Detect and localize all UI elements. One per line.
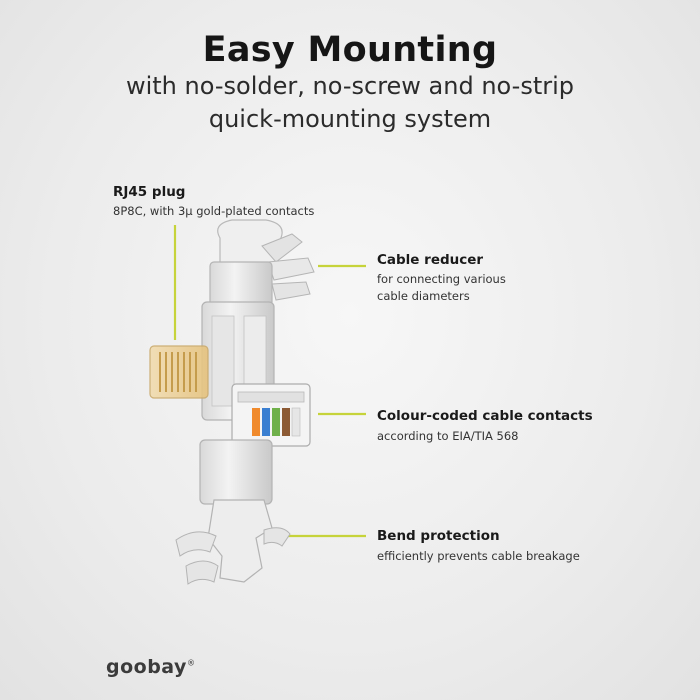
cable-reducer-shape bbox=[209, 219, 315, 307]
subtitle-line-1: with no-solder, no-screw and no-strip bbox=[125, 72, 575, 100]
callout-desc-bend-protection: efficiently prevents cable breakage bbox=[377, 549, 580, 563]
callout-title-cable-reducer: Cable reducer bbox=[377, 252, 484, 268]
goobay-logo: goobay® bbox=[106, 656, 195, 678]
rj45-plug-shape bbox=[149, 345, 209, 399]
connector-lower-body bbox=[199, 439, 273, 505]
callout-desc-colour-contacts: according to EIA/TIA 568 bbox=[377, 429, 519, 443]
page-title: Easy Mounting bbox=[202, 30, 498, 70]
callout-desc-rj45-plug: 8P8C, with 3µ gold-plated contacts bbox=[113, 204, 315, 218]
callout-title-rj45-plug: RJ45 plug bbox=[113, 184, 186, 200]
callout-title-bend-protection: Bend protection bbox=[377, 528, 500, 544]
colour-coded-contact-block bbox=[231, 383, 311, 447]
subtitle-line-2: quick-mounting system bbox=[208, 105, 492, 133]
callout-title-colour-contacts: Colour-coded cable contacts bbox=[377, 408, 593, 424]
brand-name: goobay bbox=[106, 656, 187, 678]
callout-desc-cable-reducer-2: cable diameters bbox=[377, 289, 470, 303]
bend-protection-shape bbox=[175, 499, 291, 585]
callout-desc-cable-reducer-1: for connecting various bbox=[377, 272, 506, 286]
registered-mark: ® bbox=[186, 658, 196, 668]
